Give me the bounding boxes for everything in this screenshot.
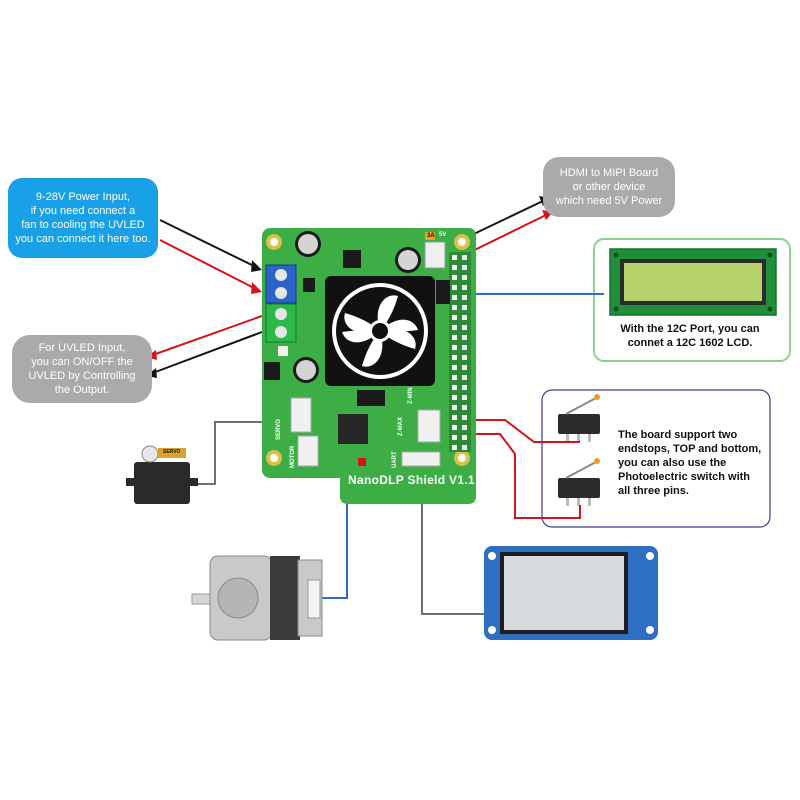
gpio-pin	[452, 295, 457, 300]
gpio-pin	[462, 285, 467, 290]
gpio-pin	[462, 265, 467, 270]
gpio-pins	[452, 255, 467, 450]
lcd-line-1: With the 12C Port, you can	[620, 323, 760, 335]
lcd-line-2: connet a 12C 1602 LCD.	[627, 337, 753, 349]
endstop-caption: The board support two endstops, TOP and …	[618, 428, 768, 498]
power-terminal-block	[265, 264, 297, 304]
uvled-line-1: For UVLED Input,	[38, 342, 126, 354]
power-input-line-2: if you need connect a	[30, 205, 136, 217]
gpio-pin	[452, 445, 457, 450]
gpio-pin	[452, 255, 457, 260]
board-title: NanoDLP Shield V1.1	[348, 473, 475, 487]
hdmi-line-3: which need 5V Power	[555, 195, 663, 207]
gpio-pin	[452, 285, 457, 290]
gpio-pin	[452, 435, 457, 440]
motor-port-label: MOTOR	[290, 445, 296, 468]
zmax-port-label: Z-MAX	[398, 417, 404, 436]
endstop-line-4: Photoelectric switch with	[618, 471, 751, 483]
endstop-switch-top-icon	[558, 394, 600, 442]
nanodlp-shield-board	[262, 228, 476, 504]
gpio-pin	[462, 415, 467, 420]
touch-display-icon	[484, 546, 658, 640]
gpio-pin	[462, 375, 467, 380]
gpio-pin	[452, 425, 457, 430]
gpio-pin	[462, 395, 467, 400]
endstop-line-5: all three pins.	[618, 485, 689, 497]
gpio-pin	[462, 425, 467, 430]
power-input-line-4: you can connect it here too.	[15, 233, 151, 245]
hdmi-mipi-callout: HDMI to MIPI Board or other device which…	[543, 157, 675, 217]
hdmi-line-1: HDMI to MIPI Board	[559, 167, 659, 179]
lcd-caption: With the 12C Port, you can connet a 12C …	[600, 322, 780, 350]
endstop-switch-bottom-icon	[558, 458, 600, 506]
stepper-motor-icon	[191, 555, 323, 641]
gpio-pin	[452, 275, 457, 280]
gpio-pin	[452, 385, 457, 390]
servo-motor-icon	[126, 445, 198, 504]
power-input-line-3: fan to cooling the UVLED	[21, 219, 145, 231]
uvled-line-4: the Output.	[54, 384, 110, 396]
gpio-pin	[462, 255, 467, 260]
hdmi-line-2: or other device	[572, 181, 646, 193]
gpio-pin	[462, 295, 467, 300]
gpio-pin	[452, 345, 457, 350]
uvled-line-2: you can ON/OFF the	[31, 356, 133, 368]
gpio-pin	[462, 315, 467, 320]
uart-port-label: UART	[392, 451, 398, 468]
uvled-terminal-block	[265, 303, 297, 343]
endstop-line-2: endstops, TOP and bottom,	[618, 443, 762, 455]
zmin-port-label: Z-MIN	[408, 387, 414, 404]
power-input-callout: 9-28V Power Input, if you need connect a…	[8, 178, 158, 258]
servo-port-label: SERVO	[276, 419, 282, 440]
gpio-pin	[462, 305, 467, 310]
gpio-pin	[462, 325, 467, 330]
gpio-pin	[462, 405, 467, 410]
three-amp-label: 3A	[427, 233, 435, 239]
endstop-line-3: you can also use the	[618, 457, 727, 469]
gpio-pin	[462, 345, 467, 350]
gpio-pin	[452, 405, 457, 410]
gpio-pin	[462, 435, 467, 440]
gpio-pin	[452, 395, 457, 400]
gpio-pin	[452, 415, 457, 420]
uvled-input-callout: For UVLED Input, you can ON/OFF the UVLE…	[12, 335, 152, 403]
gpio-pin	[452, 375, 457, 380]
lcd-module-panel	[593, 238, 791, 362]
gpio-pin	[462, 385, 467, 390]
endstop-panel	[541, 389, 771, 528]
five-volt-label: 5V	[439, 232, 447, 238]
gpio-pin	[462, 365, 467, 370]
gpio-pin	[452, 365, 457, 370]
gpio-pin	[462, 335, 467, 340]
uvled-line-3: UVLED by Controlling	[28, 370, 136, 382]
endstop-line-1: The board support two	[618, 429, 738, 441]
gpio-pin	[452, 335, 457, 340]
gpio-pin	[452, 315, 457, 320]
gpio-pin	[452, 325, 457, 330]
servo-brand-label: SERVO	[163, 449, 181, 455]
gpio-header	[449, 252, 471, 452]
gpio-pin	[462, 355, 467, 360]
power-input-line-1: 9-28V Power Input,	[35, 191, 131, 203]
cooling-fan-icon	[325, 276, 435, 386]
gpio-pin	[452, 355, 457, 360]
gpio-pin	[462, 445, 467, 450]
gpio-pin	[452, 265, 457, 270]
gpio-pin	[462, 275, 467, 280]
gpio-pin	[452, 305, 457, 310]
